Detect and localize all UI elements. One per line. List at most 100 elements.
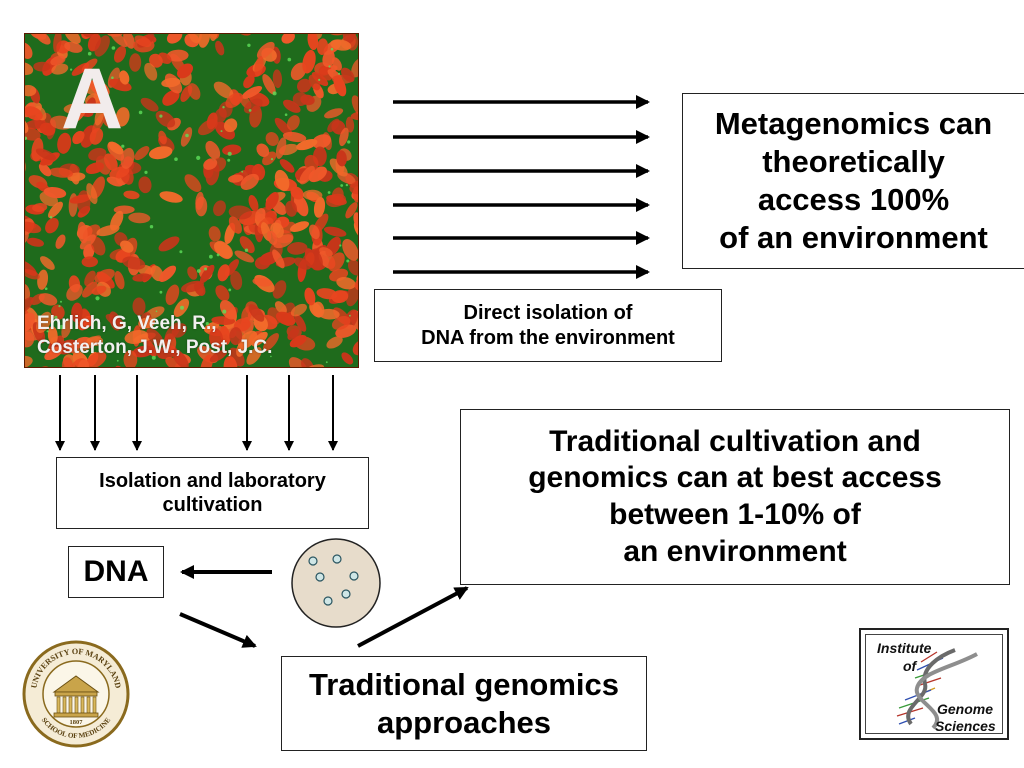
cell-shape — [319, 247, 333, 257]
cell-shape — [71, 106, 87, 123]
green-speck — [121, 144, 125, 148]
green-speck — [349, 314, 351, 317]
university-of-maryland-seal-logo: UNIVERSITY OF MARYLAND SCHOOL OF MEDICIN… — [22, 640, 130, 748]
cell-shape — [292, 92, 308, 107]
green-speck — [227, 158, 231, 162]
cell-shape — [241, 85, 263, 99]
cell-shape — [25, 84, 37, 97]
cell-shape — [82, 34, 97, 38]
cell-shape — [187, 266, 198, 280]
cell-shape — [165, 356, 182, 367]
cell-shape — [289, 335, 307, 348]
cell-shape — [69, 194, 92, 204]
cell-shape — [219, 300, 237, 320]
cell-shape — [243, 98, 263, 114]
cell-shape — [256, 143, 270, 158]
cell-shape — [53, 34, 62, 53]
cell-shape — [285, 200, 298, 217]
cell-shape — [120, 147, 135, 169]
cell-shape — [301, 358, 315, 367]
traditional-cultivation-line3: between 1-10% of — [609, 498, 861, 531]
green-speck — [196, 155, 201, 160]
metagenomics-box: Metagenomics can theoretically access 10… — [682, 93, 1024, 269]
cell-cluster-graphic — [25, 34, 358, 367]
cell-shape — [351, 95, 358, 116]
cell-shape — [254, 256, 271, 270]
cell-shape — [311, 71, 329, 87]
dna-helix-icon — [896, 648, 978, 730]
cell-shape — [123, 190, 140, 200]
cell-shape — [294, 257, 311, 270]
cell-shape — [307, 34, 319, 51]
cell-shape — [331, 57, 342, 71]
cell-shape — [94, 106, 105, 126]
cell-shape — [102, 115, 120, 128]
cell-shape — [158, 130, 167, 145]
cell-shape — [61, 319, 72, 338]
cell-shape — [228, 216, 242, 234]
green-speck — [209, 254, 213, 259]
cell-shape — [140, 97, 159, 112]
traditional-genomics-line1: Traditional genomics — [308, 666, 620, 702]
cell-shape — [243, 75, 255, 89]
green-speck — [25, 136, 28, 140]
green-speck — [46, 330, 49, 333]
cell-shape — [265, 192, 279, 210]
green-speck — [179, 250, 183, 254]
green-speck — [95, 296, 100, 301]
cell-shape — [158, 236, 180, 252]
cell-shape — [205, 140, 221, 160]
image-credit-line1: Ehrlich, G, Veeh, R., — [37, 313, 217, 334]
cell-shape — [351, 58, 358, 78]
cell-shape — [203, 158, 218, 170]
cell-shape — [274, 169, 290, 192]
green-speck — [204, 267, 208, 271]
cell-shape — [316, 288, 338, 300]
cell-shape — [47, 326, 58, 345]
horizontal-arrows — [393, 95, 650, 279]
cell-shape — [345, 202, 358, 219]
cell-shape — [86, 183, 98, 205]
green-speck — [222, 106, 225, 109]
cell-shape — [123, 34, 135, 49]
cell-shape — [262, 207, 279, 226]
cell-shape — [353, 212, 358, 230]
cell-shape — [209, 328, 224, 350]
cell-shape — [213, 200, 226, 217]
green-speck — [144, 170, 148, 174]
isolation-line2: cultivation — [162, 494, 263, 516]
cell-shape — [313, 196, 326, 218]
cell-shape — [308, 224, 320, 240]
cell-shape — [159, 191, 183, 203]
cell-shape — [283, 99, 301, 113]
cell-shape — [45, 217, 59, 234]
green-speck — [93, 106, 96, 109]
cell-shape — [165, 284, 180, 306]
cell-shape — [265, 132, 279, 146]
cell-shape — [347, 259, 358, 276]
cell-shape — [225, 92, 244, 108]
cell-shape — [171, 348, 189, 367]
cell-shape — [195, 191, 204, 210]
traditional-cultivation-box: Traditional cultivation and genomics can… — [460, 409, 1010, 585]
green-speck — [151, 355, 156, 360]
cell-shape — [200, 354, 213, 367]
cell-shape — [342, 34, 356, 44]
arrow-traditional-genomics-to-cultivation — [357, 586, 469, 648]
cell-shape — [272, 69, 283, 89]
cell-shape — [282, 131, 307, 143]
cell-shape — [51, 63, 69, 75]
arrow-dna-to-traditional-genomics — [179, 612, 257, 648]
cell-shape — [66, 284, 83, 301]
cell-shape — [138, 317, 156, 329]
cell-shape — [230, 270, 243, 290]
traditional-genomics-box: Traditional genomics approaches — [281, 656, 647, 751]
cell-shape — [279, 159, 295, 173]
green-speck — [216, 253, 220, 257]
igs-line3: Genome — [937, 701, 994, 717]
vertical-arrows — [55, 375, 338, 451]
green-speck — [222, 309, 227, 314]
cell-shape — [287, 242, 308, 255]
green-speck — [60, 300, 62, 303]
cell-shape — [55, 234, 66, 249]
